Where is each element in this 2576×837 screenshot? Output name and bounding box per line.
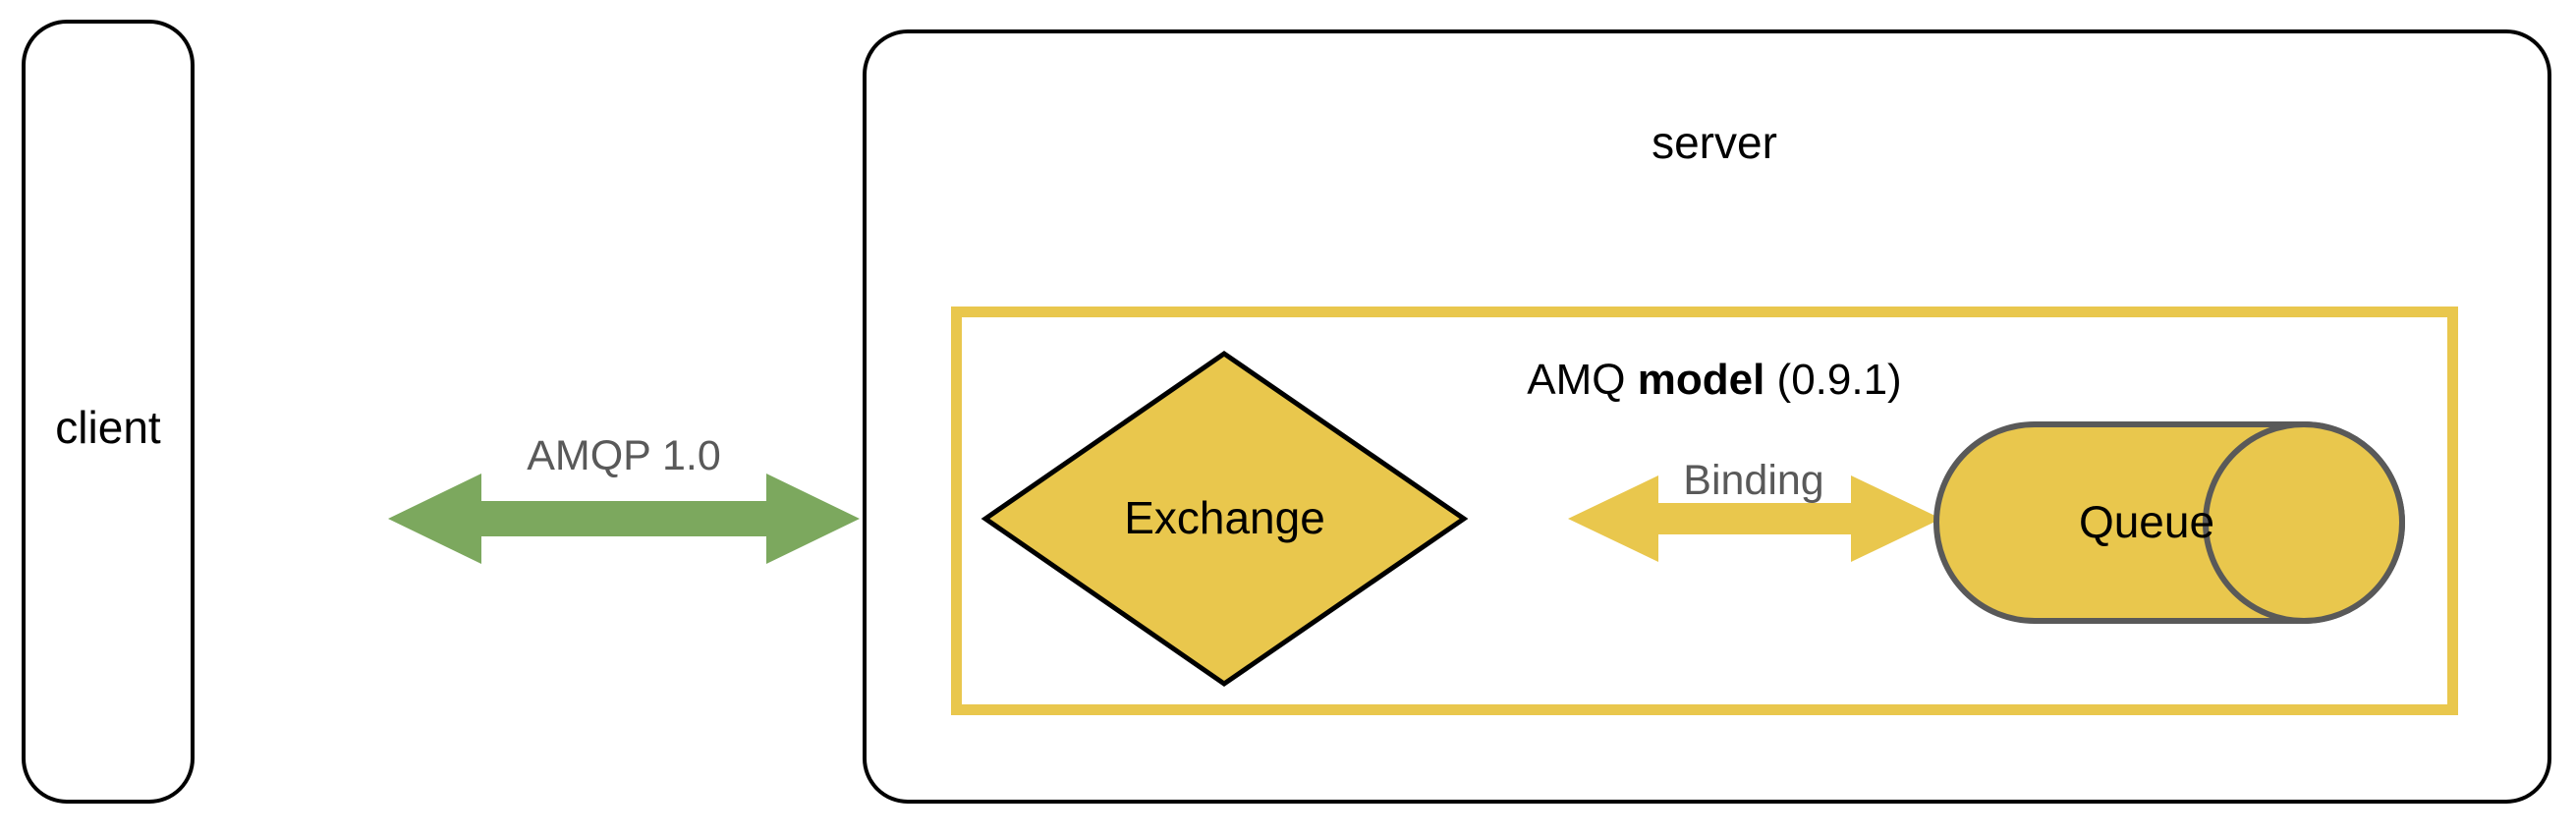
binding-label: Binding [1683, 457, 1824, 504]
queue-label: Queue [2078, 496, 2215, 547]
exchange-node[interactable] [980, 350, 1469, 688]
amq-model-title-bold: model [1637, 356, 1765, 404]
amqp-protocol-label: AMQP 1.0 [527, 432, 721, 479]
client-label: client [55, 402, 161, 453]
exchange-label: Exchange [1124, 492, 1325, 543]
queue-node[interactable] [1933, 421, 2405, 624]
client-container[interactable] [22, 20, 195, 804]
amqp-connection-arrow[interactable] [388, 474, 860, 564]
amq-model-title: AMQ model (0.9.1) [1218, 359, 2211, 402]
server-label: server [1652, 117, 1777, 168]
amq-model-title-suffix: (0.9.1) [1764, 356, 1902, 404]
binding-arrow[interactable] [1568, 475, 1941, 562]
amq-model-title-prefix: AMQ [1527, 356, 1638, 404]
